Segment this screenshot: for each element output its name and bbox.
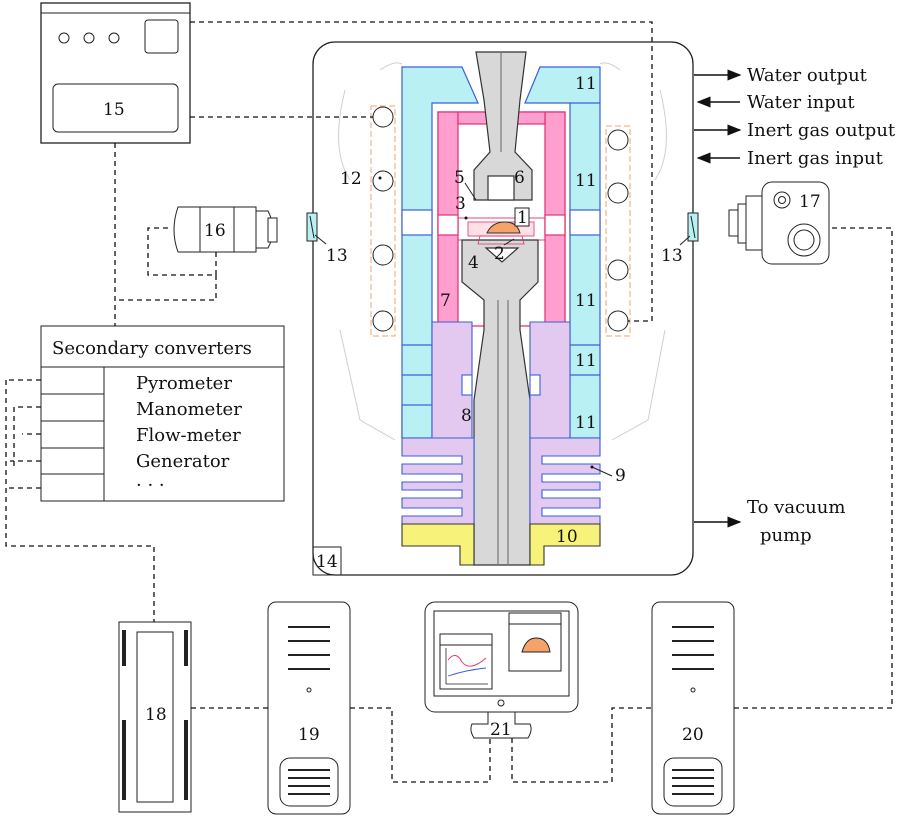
upper-rod <box>473 51 533 201</box>
label-12: 12 <box>340 169 362 189</box>
secondary-converters-box <box>40 325 285 502</box>
chamber-base <box>401 321 601 525</box>
converter-item-flowmeter: Flow-meter <box>136 425 241 446</box>
label-13-left: 13 <box>326 246 348 266</box>
label-6: 6 <box>514 168 525 188</box>
generator-unit <box>40 2 191 144</box>
label-2: 2 <box>494 244 505 264</box>
converters-title: Secondary converters <box>52 338 252 359</box>
signal-wires <box>5 21 893 783</box>
computer-19 <box>267 601 351 815</box>
pyrometer-16 <box>173 206 278 253</box>
label-21: 21 <box>490 720 512 740</box>
flow-arrows <box>694 69 742 528</box>
lower-rod <box>461 239 539 566</box>
converter-item-manometer: Manometer <box>136 399 242 420</box>
gas-input-label: Inert gas input <box>747 148 884 169</box>
camera-17 <box>728 181 830 265</box>
label-10: 10 <box>556 527 578 547</box>
label-7: 7 <box>440 291 451 311</box>
converter-item-pyrometer: Pyrometer <box>136 373 232 394</box>
label-9: 9 <box>615 466 626 486</box>
label-19: 19 <box>298 725 320 745</box>
label-5: 5 <box>454 168 465 188</box>
label-8: 8 <box>461 406 472 426</box>
label-1: 1 <box>517 208 528 228</box>
label-11-a: 11 <box>575 74 597 94</box>
label-18: 18 <box>145 705 167 725</box>
window-left <box>306 212 327 245</box>
vacuum-label-line1: To vacuum <box>747 497 845 518</box>
label-4: 4 <box>468 253 479 273</box>
label-20: 20 <box>682 725 704 745</box>
label-16: 16 <box>204 221 226 241</box>
label-13-right: 13 <box>661 246 683 266</box>
label-3: 3 <box>455 194 466 214</box>
label-15: 15 <box>103 100 125 120</box>
label-11-c: 11 <box>575 291 597 311</box>
induction-coil-left <box>370 105 396 337</box>
gas-output-label: Inert gas output <box>747 120 896 141</box>
label-11-b: 11 <box>575 171 597 191</box>
label-14: 14 <box>316 552 338 572</box>
vacuum-label-line2: pump <box>760 525 812 546</box>
water-input-label: Water input <box>747 92 855 113</box>
converter-item-more: · · · <box>136 475 165 496</box>
heater-shield <box>437 111 566 327</box>
converter-item-generator: Generator <box>136 451 230 472</box>
water-output-label: Water output <box>747 65 868 86</box>
label-11-d: 11 <box>575 351 597 371</box>
sample <box>486 221 521 234</box>
module-18 <box>118 621 192 813</box>
flange <box>401 523 601 566</box>
monitor-21 <box>424 601 579 739</box>
computer-20 <box>651 601 735 815</box>
window-right <box>679 212 699 246</box>
label-17: 17 <box>799 192 821 212</box>
label-11-e: 11 <box>575 413 597 433</box>
